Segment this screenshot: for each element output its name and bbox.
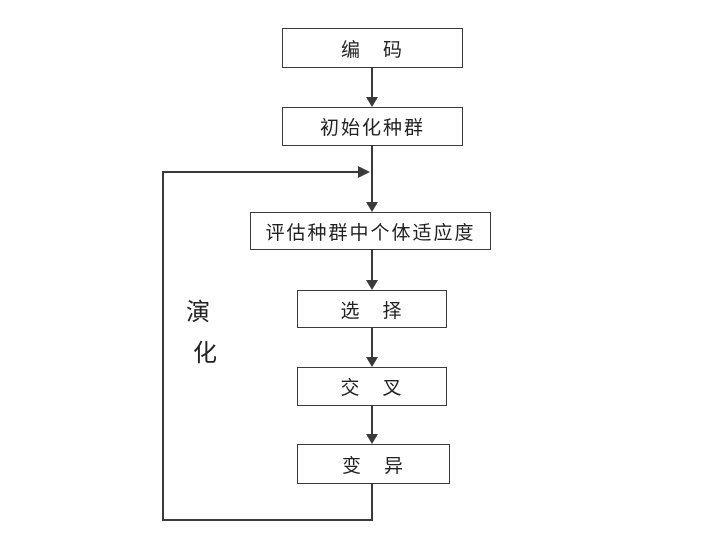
flow-node-mutation: 变 异 xyxy=(297,444,450,484)
edge-loop-top-line xyxy=(162,171,358,173)
flow-node-crossover: 交 叉 xyxy=(297,367,447,406)
flow-node-init-population: 初始化种群 xyxy=(282,107,463,146)
flow-node-evaluate-fitness: 评估种群中个体适应度 xyxy=(250,212,491,250)
edge-select-to-crossover-arrowhead-icon xyxy=(366,357,378,367)
edge-loop-left-line xyxy=(162,171,164,521)
edge-crossover-to-mutation-line xyxy=(371,406,373,434)
flow-node-encode: 编 码 xyxy=(282,28,463,68)
edge-loop-bottom-line xyxy=(162,519,373,521)
edge-init-to-evaluate-line xyxy=(371,146,373,202)
edge-loop-down-line xyxy=(371,484,373,521)
loop-label-evolution-char2: 化 xyxy=(193,341,217,367)
edge-init-to-evaluate-arrowhead-icon xyxy=(366,202,378,212)
edge-encode-to-init-arrowhead-icon xyxy=(366,97,378,107)
edge-encode-to-init-line xyxy=(371,68,373,99)
loop-label-evolution-char1: 演 xyxy=(186,300,210,326)
edge-evaluate-to-select-line xyxy=(371,250,373,281)
flow-node-selection: 选 择 xyxy=(297,290,447,328)
edge-loop-arrowhead-icon xyxy=(358,166,370,178)
edge-crossover-to-mutation-arrowhead-icon xyxy=(366,434,378,444)
edge-evaluate-to-select-arrowhead-icon xyxy=(366,280,378,290)
edge-select-to-crossover-line xyxy=(371,328,373,357)
